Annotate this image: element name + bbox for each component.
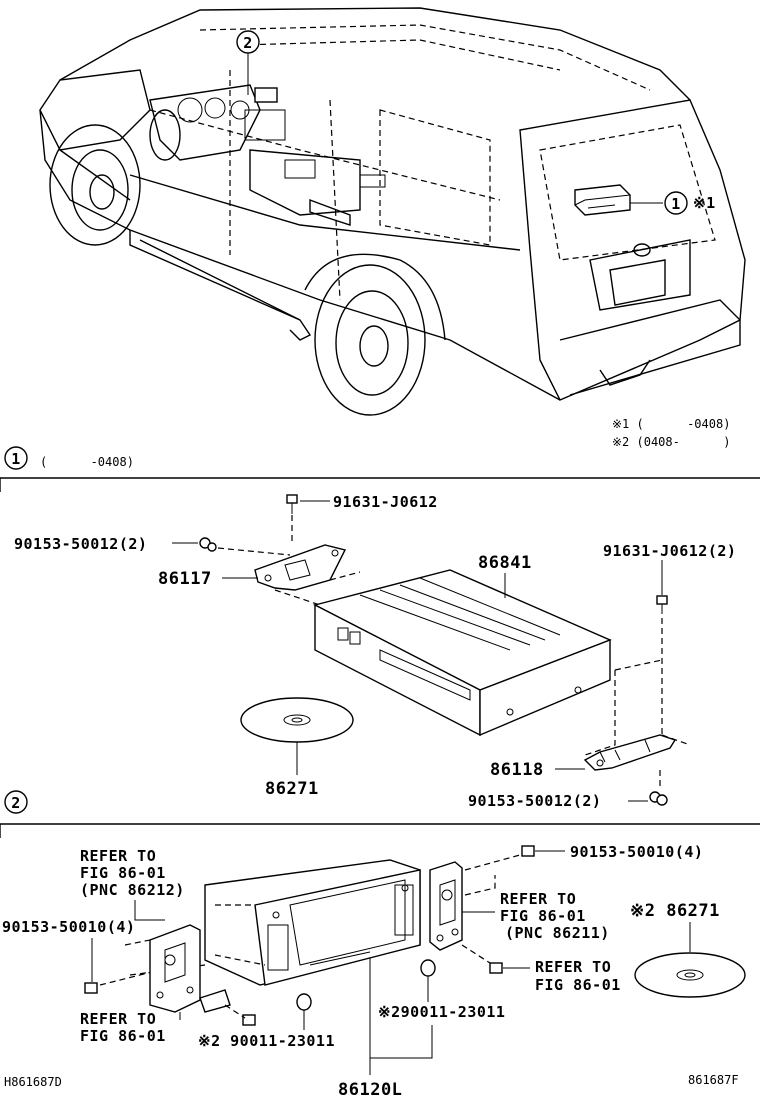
- nut-right-icon: [656, 794, 668, 806]
- disc-86271-2-icon: [634, 952, 746, 998]
- screw-right-icon: [656, 595, 668, 605]
- part-86841: 86841: [478, 553, 532, 573]
- screw-right-top-icon: [521, 845, 535, 857]
- refer-right-mid-1: REFER TO: [535, 958, 611, 976]
- refer-right-mid-2: FIG 86-01: [535, 976, 621, 994]
- part-90011-23011-left: ※2 90011-23011: [198, 1032, 335, 1050]
- screw-right-mid-icon: [489, 962, 503, 974]
- section-1-range: ( -0408): [40, 455, 134, 469]
- section-1-marker: [4, 446, 28, 470]
- part-90011-23011-right: ※290011-23011: [378, 1003, 505, 1021]
- part-91631-J0612: 91631-J0612: [333, 493, 438, 511]
- callout-2-label: 2: [243, 34, 253, 52]
- screw-top-icon: [286, 494, 298, 504]
- part-86118: 86118: [490, 760, 544, 780]
- cushion-left-icon: [296, 993, 312, 1011]
- part-86117: 86117: [158, 569, 212, 589]
- part-90153-50012-left: 90153-50012(2): [14, 535, 147, 553]
- callout-1-label: 1: [671, 195, 681, 213]
- part-86120L: 86120L: [338, 1080, 402, 1100]
- bracket-86118-icon: [583, 734, 677, 771]
- section-1: 1 ( -0408) 91631-J0612 90153-50012(2) 86…: [0, 446, 760, 810]
- note-1: ※1 ( -0408): [612, 417, 730, 431]
- refer-right-top-3: (PNC 86211): [505, 924, 610, 942]
- refer-right-top-1: REFER TO: [500, 890, 576, 908]
- refer-left-bottom-1: REFER TO: [80, 1010, 156, 1028]
- part-90153-50010-right: 90153-50010(4): [570, 843, 703, 861]
- disc-86271-icon: [240, 697, 354, 743]
- cushion-right-icon: [420, 959, 436, 977]
- bracket-86117-icon: [254, 544, 347, 591]
- vehicle-illustration: 2 1 ※1: [39, 7, 746, 416]
- screw-left-icon: [84, 982, 98, 994]
- footer-left-code: H861687D: [4, 1075, 62, 1089]
- refer-left-top-2: FIG 86-01: [80, 864, 166, 882]
- bracket-right-icon: [429, 861, 463, 951]
- receiver-86120L-icon: [204, 859, 421, 986]
- section-2-marker-label: 2: [11, 794, 21, 812]
- refer-left-top-3: (PNC 86212): [80, 881, 185, 899]
- section-2: 2 REFER TO FIG 86-01 (PNC 86212) 90153-5…: [0, 790, 760, 1100]
- part-86271-2: ※2 86271: [630, 901, 720, 921]
- part-90153-50012-right: 90153-50012(2): [468, 792, 601, 810]
- screw-bottom-icon: [242, 1014, 256, 1026]
- refer-right-top-2: FIG 86-01: [500, 907, 586, 925]
- section-2-marker: [4, 790, 28, 814]
- refer-left-top-1: REFER TO: [80, 847, 156, 865]
- refer-left-bottom-2: FIG 86-01: [80, 1027, 166, 1045]
- footer-right-code: 861687F: [688, 1073, 739, 1087]
- part-91631-J0612-2: 91631-J0612(2): [603, 542, 736, 560]
- note-mark-1: ※1: [693, 194, 716, 212]
- section-1-marker-label: 1: [11, 450, 21, 468]
- part-90153-50010-left: 90153-50010(4): [2, 918, 135, 936]
- callout-1-circle: [664, 191, 688, 215]
- note-2: ※2 (0408- ): [612, 435, 730, 449]
- part-86271: 86271: [265, 779, 319, 799]
- bracket-left-icon: [149, 924, 201, 1013]
- changer-86841-icon: [313, 569, 612, 737]
